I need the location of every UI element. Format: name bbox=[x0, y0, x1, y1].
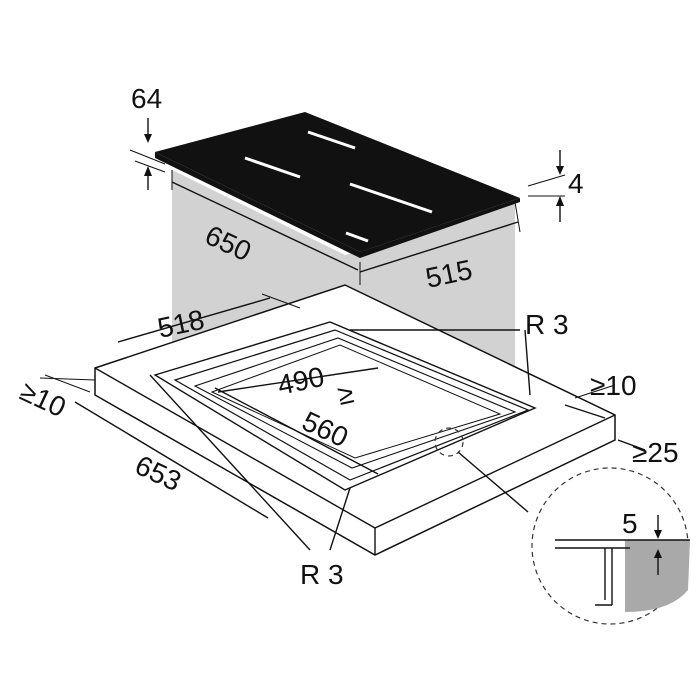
cutout-dimension-lines bbox=[39, 293, 646, 551]
label-min-back-edge: ≥10 bbox=[590, 370, 637, 401]
zone-mark bbox=[349, 182, 433, 214]
hob-glass-side bbox=[155, 152, 520, 258]
hob-glass-top bbox=[155, 112, 520, 252]
label-min-front-edge: ≥25 bbox=[632, 437, 679, 468]
edge-detail-callout bbox=[434, 427, 690, 625]
zone-mark bbox=[345, 231, 369, 243]
label-radius-top: R 3 bbox=[525, 309, 569, 340]
zone-mark bbox=[244, 156, 301, 179]
worktop bbox=[94, 284, 616, 556]
label-glass-height: 4 bbox=[568, 168, 584, 199]
label-hob-thickness: 64 bbox=[131, 83, 162, 114]
label-ge-symbol: ≥ bbox=[335, 377, 356, 411]
label-worktop-width: 653 bbox=[130, 449, 185, 497]
hob-dimension-lines bbox=[129, 118, 566, 285]
label-radius-bottom: R 3 bbox=[300, 559, 344, 590]
zone-mark bbox=[307, 130, 356, 150]
label-min-side: ≥10 bbox=[15, 375, 70, 423]
label-detail-depth: 5 bbox=[622, 508, 638, 539]
